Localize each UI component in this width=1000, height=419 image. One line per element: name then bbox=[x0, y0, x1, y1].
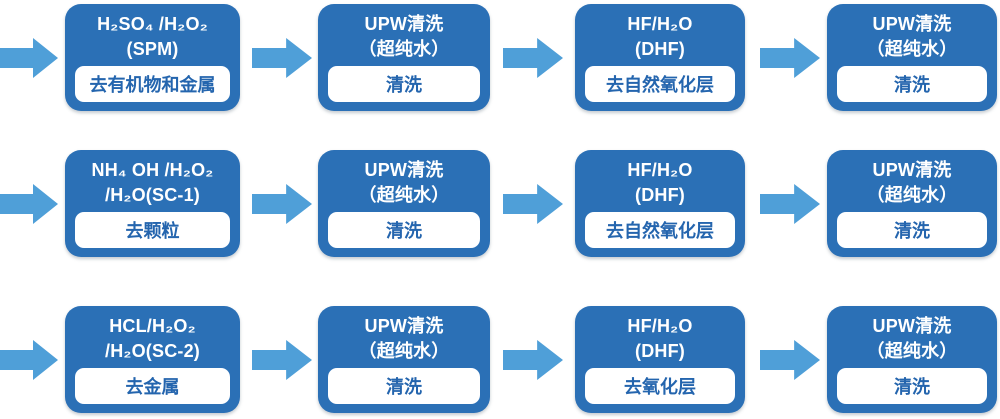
step-action-label: 去自然氧化层 bbox=[585, 212, 735, 248]
process-step-box: UPW清洗 （超纯水） 清洗 bbox=[318, 306, 490, 413]
process-step-box: UPW清洗 （超纯水） 清洗 bbox=[318, 150, 490, 257]
step-action-label: 清洗 bbox=[837, 66, 987, 102]
step-title: H₂SO₄ /H₂O₂ (SPM) bbox=[65, 4, 240, 66]
step-title-line1: NH₄ OH /H₂O₂ bbox=[91, 159, 214, 180]
step-title-line1: UPW清洗 bbox=[872, 159, 952, 180]
step-title-line2: （超纯水） bbox=[358, 340, 450, 361]
flow-row-3: HCL/H₂O₂ /H₂O(SC-2) 去金属 UPW清洗 （超纯水） 清洗 H… bbox=[0, 306, 1000, 413]
step-title: HF/H₂O (DHF) bbox=[575, 150, 745, 212]
step-title-line2: (SPM) bbox=[126, 38, 179, 59]
step-title-line1: H₂SO₄ /H₂O₂ bbox=[97, 13, 208, 34]
step-title: UPW清洗 （超纯水） bbox=[827, 4, 997, 66]
right-arrow-icon bbox=[0, 37, 58, 78]
step-title-line1: HCL/H₂O₂ bbox=[109, 315, 196, 336]
step-action-label: 清洗 bbox=[837, 368, 987, 404]
right-arrow-icon bbox=[0, 339, 58, 380]
step-title-line1: HF/H₂O bbox=[627, 315, 693, 336]
step-title-line2: （超纯水） bbox=[358, 38, 450, 59]
right-arrow-icon bbox=[760, 37, 820, 78]
right-arrow-icon bbox=[503, 37, 563, 78]
step-title-line1: UPW清洗 bbox=[364, 315, 444, 336]
step-title-line1: UPW清洗 bbox=[364, 13, 444, 34]
step-title-line2: （超纯水） bbox=[866, 38, 958, 59]
right-arrow-icon bbox=[503, 183, 563, 224]
process-step-box: UPW清洗 （超纯水） 清洗 bbox=[827, 150, 997, 257]
process-step-box: H₂SO₄ /H₂O₂ (SPM) 去有机物和金属 bbox=[65, 4, 240, 111]
step-title: NH₄ OH /H₂O₂ /H₂O(SC-1) bbox=[65, 150, 240, 212]
step-title-line2: (DHF) bbox=[635, 184, 685, 205]
process-step-box: NH₄ OH /H₂O₂ /H₂O(SC-1) 去颗粒 bbox=[65, 150, 240, 257]
step-action-label: 去自然氧化层 bbox=[585, 66, 735, 102]
step-action-label: 去金属 bbox=[75, 368, 230, 404]
step-action-label: 清洗 bbox=[328, 368, 480, 404]
right-arrow-icon bbox=[760, 339, 820, 380]
process-step-box: HCL/H₂O₂ /H₂O(SC-2) 去金属 bbox=[65, 306, 240, 413]
step-title: HF/H₂O (DHF) bbox=[575, 306, 745, 368]
right-arrow-icon bbox=[252, 183, 312, 224]
right-arrow-icon bbox=[0, 183, 58, 224]
step-title-line1: HF/H₂O bbox=[627, 159, 693, 180]
step-title: UPW清洗 （超纯水） bbox=[318, 150, 490, 212]
step-title: UPW清洗 （超纯水） bbox=[318, 306, 490, 368]
flow-row-1: H₂SO₄ /H₂O₂ (SPM) 去有机物和金属 UPW清洗 （超纯水） 清洗… bbox=[0, 4, 1000, 111]
step-title-line2: (DHF) bbox=[635, 38, 685, 59]
step-title: HF/H₂O (DHF) bbox=[575, 4, 745, 66]
process-step-box: HF/H₂O (DHF) 去自然氧化层 bbox=[575, 150, 745, 257]
step-action-label: 去氧化层 bbox=[585, 368, 735, 404]
step-title: UPW清洗 （超纯水） bbox=[827, 150, 997, 212]
process-step-box: UPW清洗 （超纯水） 清洗 bbox=[827, 4, 997, 111]
process-step-box: UPW清洗 （超纯水） 清洗 bbox=[318, 4, 490, 111]
flow-row-2: NH₄ OH /H₂O₂ /H₂O(SC-1) 去颗粒 UPW清洗 （超纯水） … bbox=[0, 150, 1000, 257]
step-title: UPW清洗 （超纯水） bbox=[318, 4, 490, 66]
process-step-box: HF/H₂O (DHF) 去氧化层 bbox=[575, 306, 745, 413]
process-step-box: UPW清洗 （超纯水） 清洗 bbox=[827, 306, 997, 413]
step-title-line1: UPW清洗 bbox=[872, 315, 952, 336]
step-title: HCL/H₂O₂ /H₂O(SC-2) bbox=[65, 306, 240, 368]
right-arrow-icon bbox=[503, 339, 563, 380]
step-title-line2: （超纯水） bbox=[866, 340, 958, 361]
step-title-line2: （超纯水） bbox=[358, 184, 450, 205]
right-arrow-icon bbox=[252, 339, 312, 380]
step-title-line2: /H₂O(SC-1) bbox=[105, 184, 200, 205]
step-action-label: 清洗 bbox=[328, 212, 480, 248]
right-arrow-icon bbox=[252, 37, 312, 78]
step-action-label: 去有机物和金属 bbox=[75, 66, 230, 102]
step-title-line2: /H₂O(SC-2) bbox=[105, 340, 200, 361]
step-action-label: 清洗 bbox=[328, 66, 480, 102]
step-action-label: 清洗 bbox=[837, 212, 987, 248]
step-title-line1: UPW清洗 bbox=[364, 159, 444, 180]
step-title-line2: (DHF) bbox=[635, 340, 685, 361]
step-action-label: 去颗粒 bbox=[75, 212, 230, 248]
step-title-line1: UPW清洗 bbox=[872, 13, 952, 34]
step-title-line2: （超纯水） bbox=[866, 184, 958, 205]
process-step-box: HF/H₂O (DHF) 去自然氧化层 bbox=[575, 4, 745, 111]
right-arrow-icon bbox=[760, 183, 820, 224]
step-title-line1: HF/H₂O bbox=[627, 13, 693, 34]
step-title: UPW清洗 （超纯水） bbox=[827, 306, 997, 368]
